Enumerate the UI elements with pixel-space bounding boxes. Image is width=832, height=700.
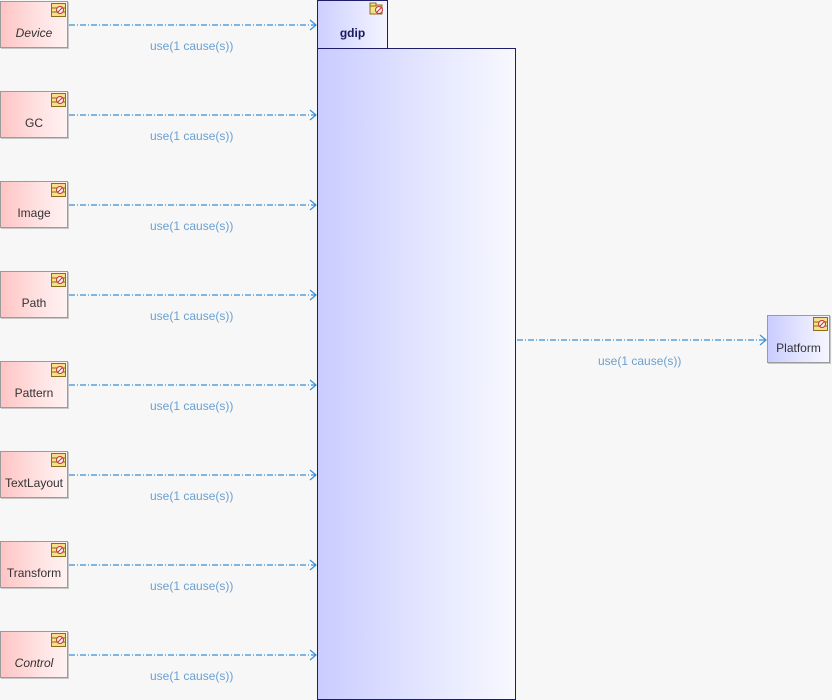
class-label: TextLayout — [4, 476, 64, 490]
class-icon — [51, 633, 66, 647]
edge-label: use(1 cause(s)) — [150, 669, 234, 683]
edge-label: use(1 cause(s)) — [150, 489, 234, 503]
package-gdip-tab[interactable]: gdip — [317, 0, 388, 49]
class-icon — [51, 93, 66, 107]
class-gc[interactable]: GC — [0, 91, 68, 138]
class-label: Device — [15, 26, 53, 40]
package-name: gdip — [339, 26, 366, 40]
class-icon — [51, 3, 66, 17]
edge-label: use(1 cause(s)) — [150, 129, 234, 143]
edge-label: use(1 cause(s)) — [150, 219, 234, 233]
class-icon — [813, 317, 828, 331]
class-image[interactable]: Image — [0, 181, 68, 228]
class-label: Pattern — [14, 386, 54, 400]
package-icon — [369, 2, 383, 15]
arrowhead — [309, 109, 317, 121]
arrowhead — [309, 19, 317, 31]
arrowhead — [309, 289, 317, 301]
arrowhead — [309, 199, 317, 211]
class-label: Image — [17, 206, 51, 220]
arrowhead — [309, 559, 317, 571]
class-transform[interactable]: Transform — [0, 541, 68, 588]
class-label: Transform — [6, 566, 62, 580]
arrowhead — [309, 649, 317, 661]
class-label: Path — [21, 296, 47, 310]
edge-label: use(1 cause(s)) — [598, 354, 682, 368]
edge-label: use(1 cause(s)) — [150, 39, 234, 53]
edge-label: use(1 cause(s)) — [150, 399, 234, 413]
class-icon — [51, 273, 66, 287]
class-textlayout[interactable]: TextLayout — [0, 451, 68, 498]
class-pattern[interactable]: Pattern — [0, 361, 68, 408]
package-gdip-body[interactable] — [317, 48, 516, 700]
class-path[interactable]: Path — [0, 271, 68, 318]
class-platform[interactable]: Platform — [767, 315, 830, 363]
arrowhead — [309, 379, 317, 391]
arrowhead — [309, 469, 317, 481]
class-label: Control — [14, 656, 54, 670]
class-control[interactable]: Control — [0, 631, 68, 678]
class-icon — [51, 543, 66, 557]
arrowhead — [759, 334, 767, 346]
class-device[interactable]: Device — [0, 1, 68, 48]
class-label: Platform — [776, 341, 821, 355]
class-icon — [51, 453, 66, 467]
class-label: GC — [25, 116, 43, 130]
class-icon — [51, 363, 66, 377]
edge-label: use(1 cause(s)) — [150, 579, 234, 593]
edge-label: use(1 cause(s)) — [150, 309, 234, 323]
class-icon — [51, 183, 66, 197]
